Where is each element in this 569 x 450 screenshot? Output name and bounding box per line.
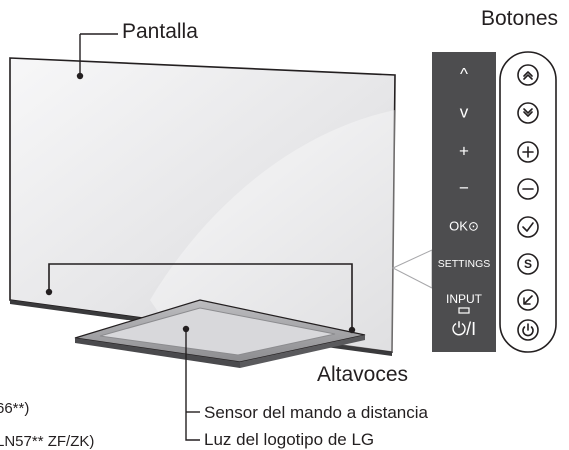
logo-light-label: Luz del logotipo de LG (204, 430, 375, 449)
tv-body (9, 57, 396, 356)
speakers-callout (45, 263, 356, 334)
panel-pointer (391, 249, 433, 289)
input-icon[interactable] (517, 289, 539, 311)
speaker-left-dot (45, 288, 53, 296)
footnote-line-2: LN57** ZF/ZK) (0, 433, 95, 450)
panel-label-0: ^ (460, 64, 468, 83)
panel-label-5: SETTINGS (438, 258, 491, 270)
screen-callout-dot (76, 72, 84, 80)
button-panel: ^ v + − OK⊙ SETTINGS S INPUT ⏻/I (432, 51, 557, 353)
input-source-glyph (458, 307, 470, 314)
power-icon[interactable] (517, 319, 539, 341)
remote-sensor-label: Sensor del mando a distancia (204, 403, 428, 422)
buttons-label: Botones (481, 7, 559, 30)
speakers-label: Altavoces (317, 363, 409, 386)
settings-s-icon[interactable]: S (517, 253, 539, 275)
arrow-down-icon[interactable] (517, 102, 539, 124)
check-icon[interactable] (517, 216, 539, 238)
panel-label-2: + (459, 141, 469, 160)
stand-base-top (99, 307, 336, 356)
panel-label-7: ⏻/I (452, 319, 476, 339)
panel-label-1: v (460, 102, 469, 121)
arrow-up-icon[interactable] (517, 64, 539, 86)
button-label-strip (432, 52, 496, 352)
screen-reflection (150, 110, 395, 352)
minus-icon[interactable] (517, 178, 539, 200)
screen-callout (76, 33, 118, 80)
stand-base-side (240, 335, 365, 368)
screen-label: Pantalla (122, 20, 198, 43)
remote-sensor-callout (182, 325, 200, 441)
plus-icon[interactable] (517, 141, 539, 163)
footnote-line-1: 66**) (0, 400, 30, 417)
panel-label-6: INPUT (446, 292, 483, 306)
panel-label-3: − (459, 178, 469, 197)
tv-stand (74, 299, 366, 368)
button-bar (499, 51, 557, 353)
speaker-right-dot (348, 326, 356, 334)
stand-base-front (75, 338, 240, 368)
svg-text:S: S (524, 257, 532, 271)
panel-label-4: OK⊙ (449, 218, 479, 233)
